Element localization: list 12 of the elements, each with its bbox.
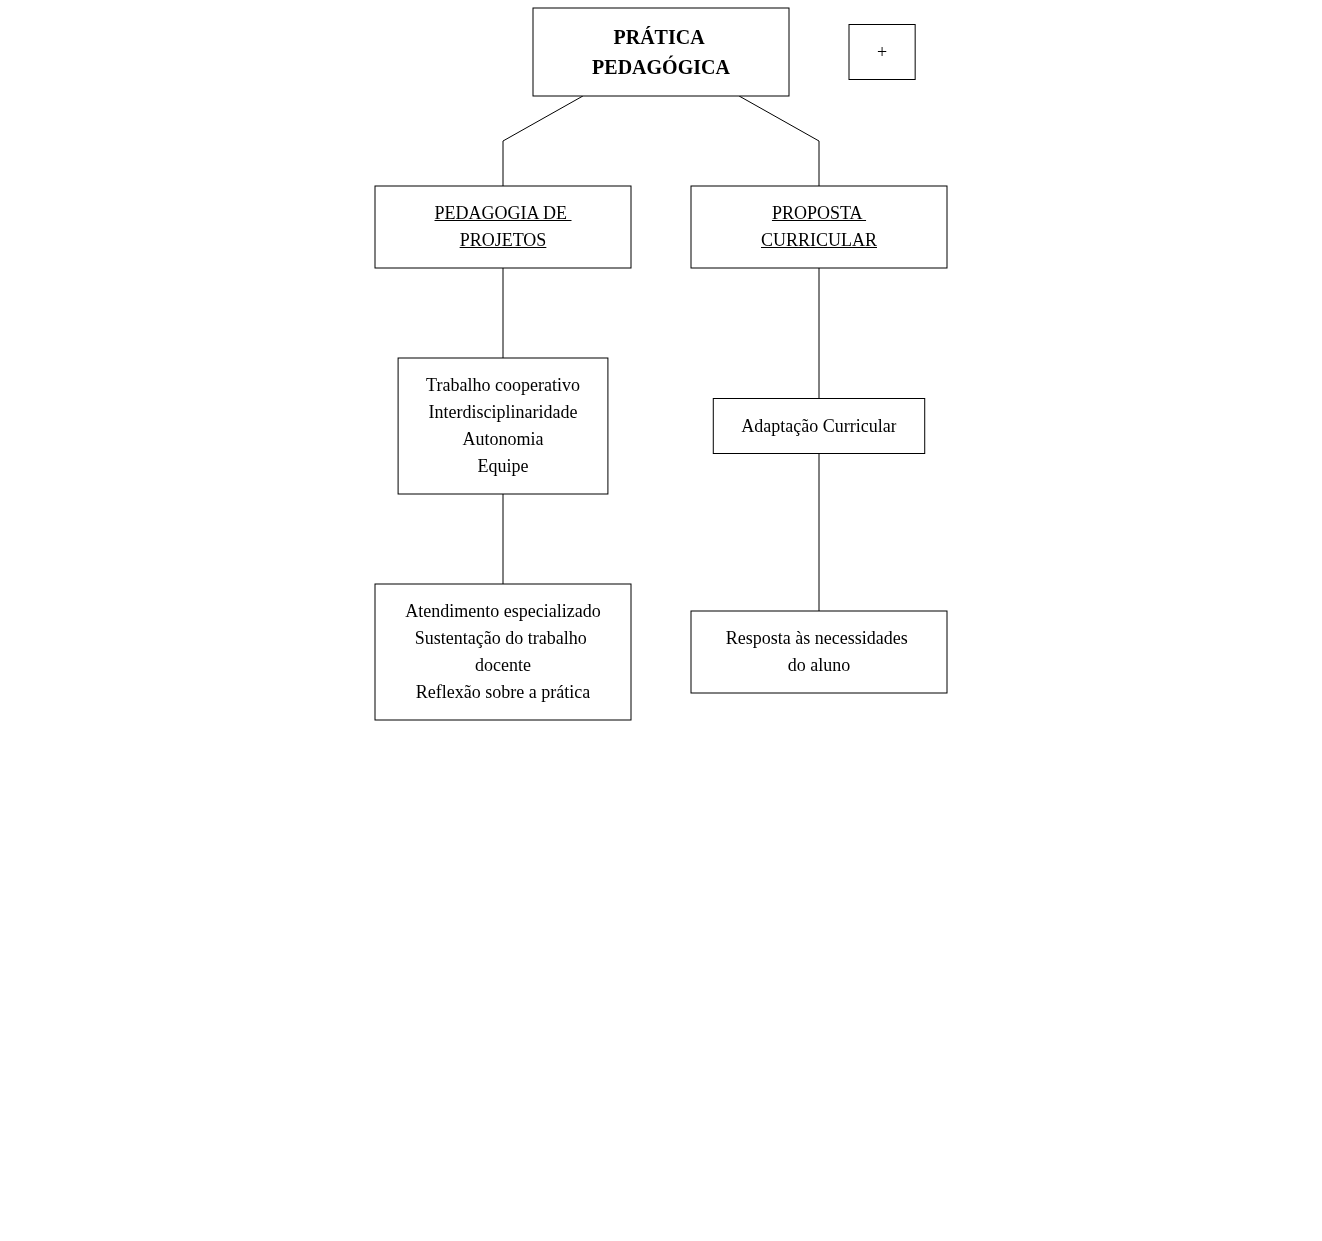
node-box: PRÁTICA PEDAGÓGICA <box>532 7 790 97</box>
connector <box>502 267 504 359</box>
connector <box>502 493 504 585</box>
node-box: PEDAGOGIA DE PROJETOS <box>374 185 632 269</box>
node-box: + <box>848 24 916 80</box>
node-box: Atendimento especializado Sustentação do trabalho docente Reflexão sobre a prática <box>374 583 632 721</box>
connector <box>818 267 820 399</box>
node-box: Resposta às necessidades do aluno <box>690 610 948 694</box>
node-box: PROPOSTA CURRICULAR <box>690 185 948 269</box>
connector <box>818 453 820 612</box>
node-box: Trabalho cooperativo Interdisciplinaridade Autonomia Equipe <box>397 357 609 495</box>
node-box: Adaptação Curricular <box>712 398 926 454</box>
